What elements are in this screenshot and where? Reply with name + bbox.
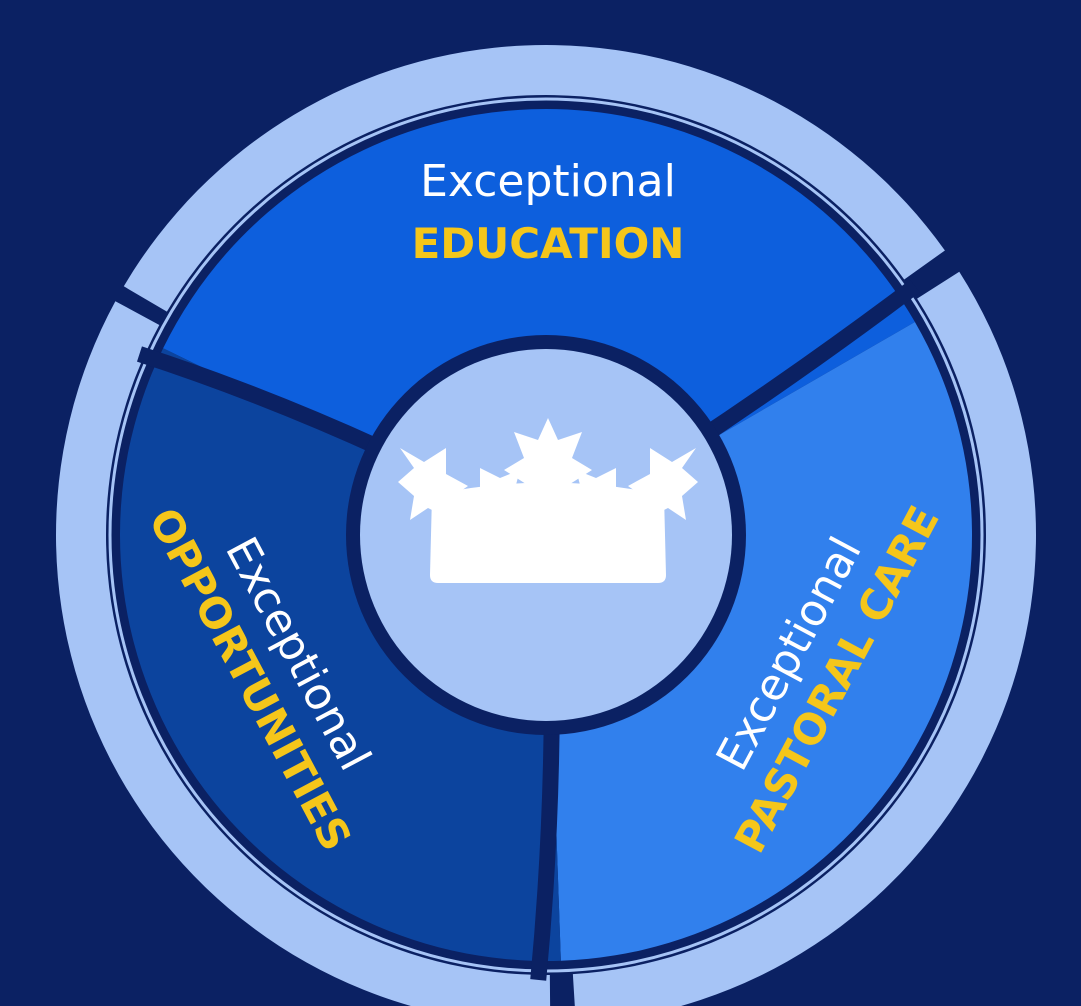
divider-top-right	[684, 279, 920, 453]
segment-dividers	[136, 279, 920, 981]
outer-ring-arc-left	[56, 301, 551, 1006]
segment-pastoral-care	[552, 322, 972, 961]
segment-education	[163, 109, 915, 460]
divider-top-left	[136, 346, 402, 464]
divider-bottom	[530, 702, 560, 981]
label-education-highlight: EDUCATION	[412, 219, 685, 268]
segments	[120, 109, 972, 961]
outer-ring-arc-top	[123, 45, 945, 312]
outer-ring	[56, 45, 1036, 1006]
crown-leaf-right	[628, 448, 698, 520]
crown-leaf-center	[504, 418, 592, 506]
crown-leaf-mid-right	[566, 468, 630, 520]
crown-icon	[398, 418, 698, 583]
crown-band	[430, 482, 666, 583]
segment-opportunities	[120, 348, 561, 961]
label-education-prefix: Exceptional	[420, 156, 676, 207]
crown-leaf-left	[398, 448, 468, 520]
outer-ring-arc-right	[572, 271, 1036, 1006]
crown-leaf-mid-left	[466, 468, 530, 520]
label-education: Exceptional EDUCATION	[412, 156, 685, 268]
